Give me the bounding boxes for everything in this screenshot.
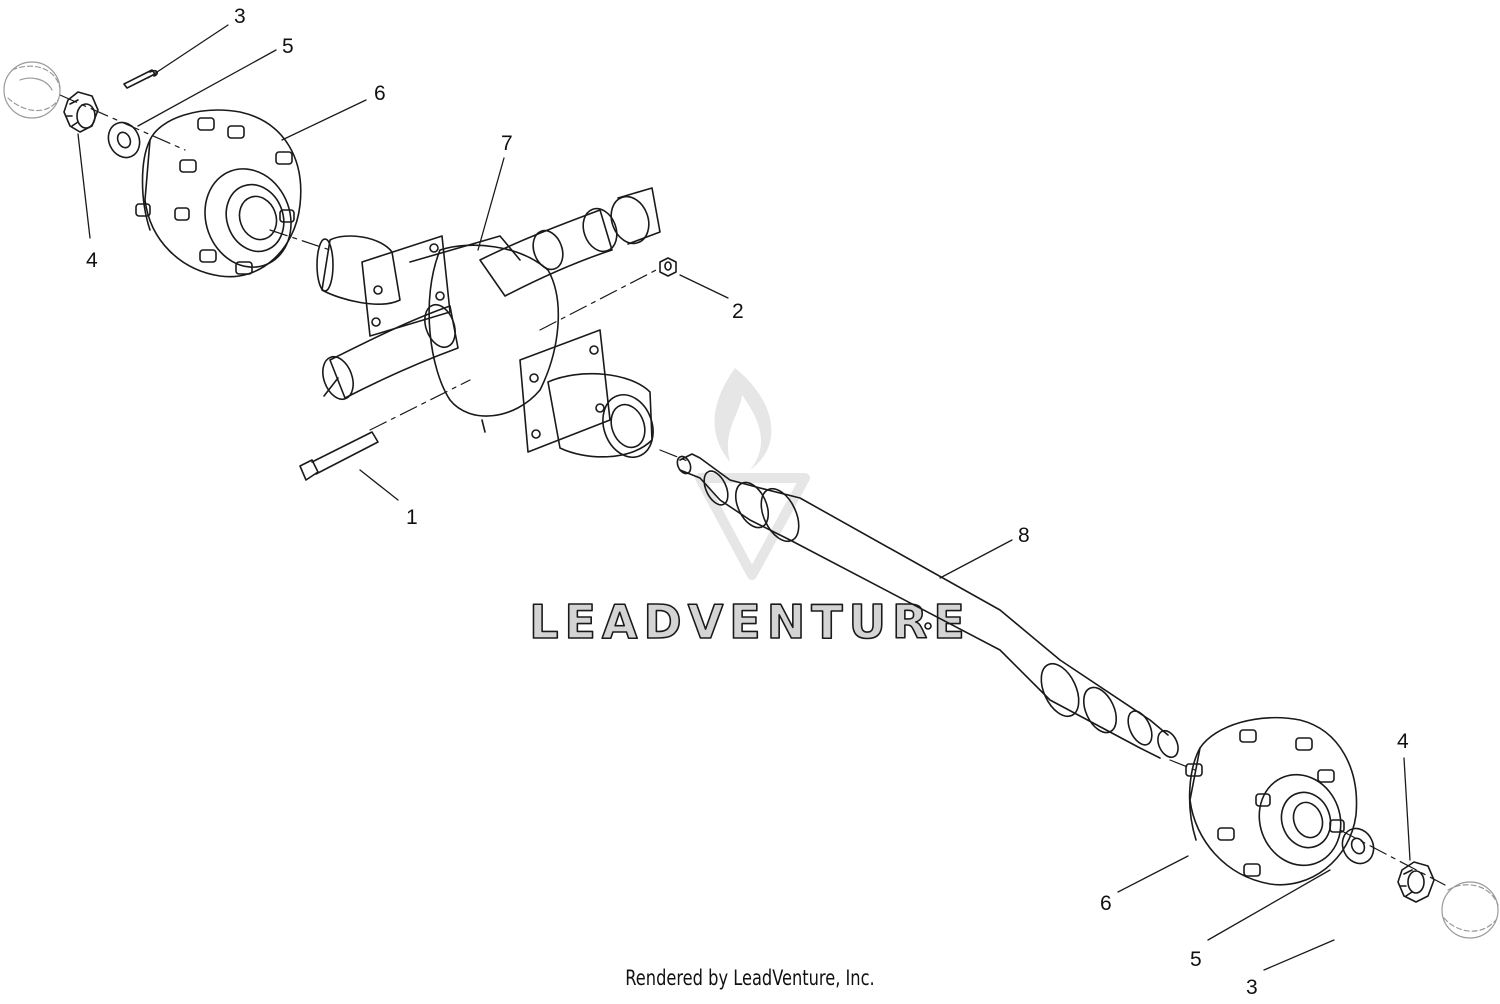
callout-1: 1 xyxy=(406,506,418,529)
callout-5-top: 5 xyxy=(282,35,294,58)
watermark-text: LEADVENTURE xyxy=(529,595,971,649)
alignment-lines xyxy=(59,94,1446,886)
dust-cap-bottom xyxy=(1441,881,1499,939)
bolt xyxy=(299,431,379,481)
axle-shaft xyxy=(676,453,1179,759)
nut xyxy=(659,257,677,277)
callout-2: 2 xyxy=(732,300,744,323)
axle-housing xyxy=(316,187,661,458)
leader-lines xyxy=(77,24,1411,971)
washer-top xyxy=(107,121,141,159)
footer-credit: Rendered by LeadVenture, Inc. xyxy=(625,966,875,990)
callout-5-bottom: 5 xyxy=(1190,948,1202,971)
callout-6-left: 6 xyxy=(374,82,386,105)
wheel-hub-left xyxy=(135,109,302,278)
callout-4-left: 4 xyxy=(86,249,98,272)
callout-3-top: 3 xyxy=(234,5,246,28)
dust-cap-top xyxy=(3,61,61,119)
callout-3-bottom: 3 xyxy=(1246,976,1258,999)
callout-8: 8 xyxy=(1018,524,1030,547)
washer-bottom xyxy=(1341,827,1375,865)
callout-7: 7 xyxy=(501,132,513,155)
castle-nut-bottom xyxy=(1397,861,1435,903)
callout-4-right: 4 xyxy=(1397,730,1409,753)
castle-nut-top xyxy=(63,91,99,133)
watermark-logo xyxy=(695,368,810,580)
callout-labels: 1 2 3 4 5 6 7 8 6 5 3 4 xyxy=(86,5,1409,999)
callout-6-right: 6 xyxy=(1100,892,1112,915)
cotter-pin-top xyxy=(123,69,158,89)
wheel-hub-right xyxy=(1185,716,1358,886)
